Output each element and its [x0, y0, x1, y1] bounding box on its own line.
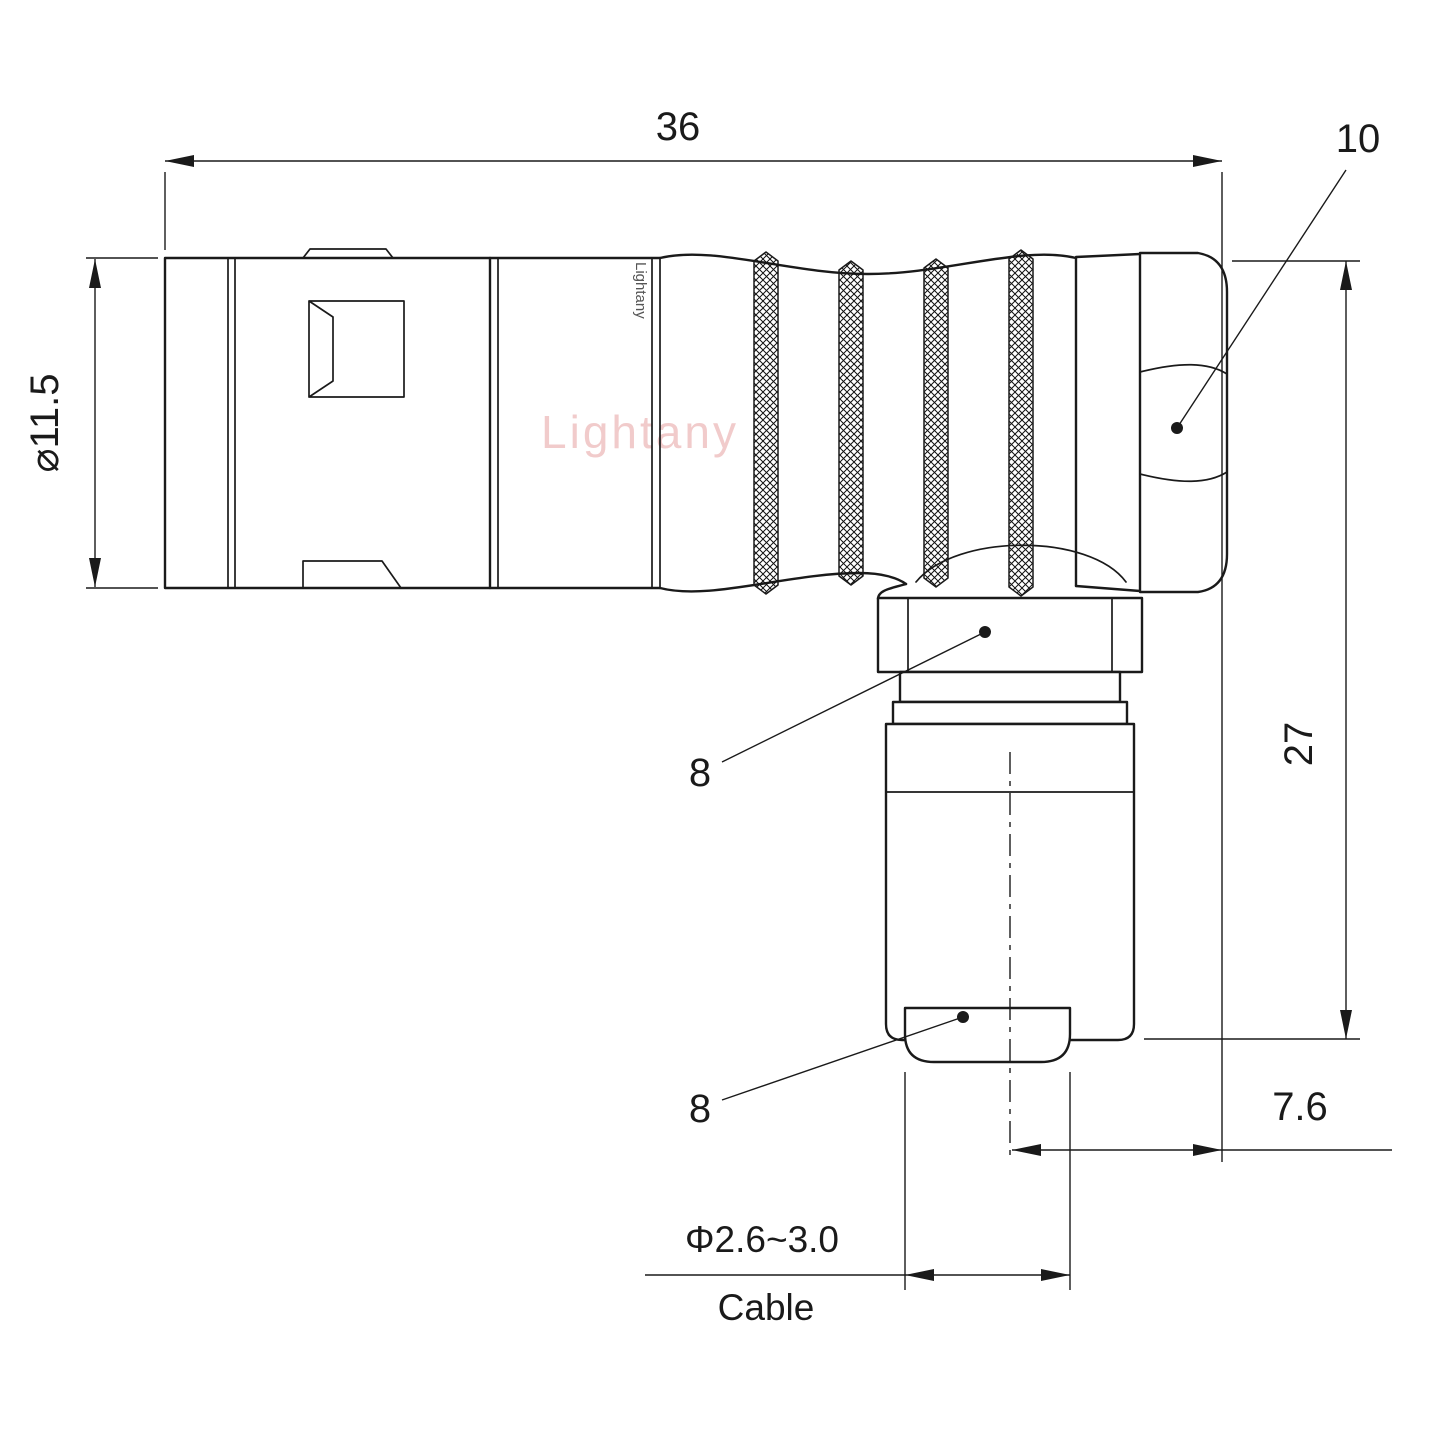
front-plug-barrel	[163, 248, 492, 590]
dim-label-center-to-face: 7.6	[1272, 1085, 1328, 1129]
dimension-overall-height: 27	[1144, 260, 1360, 1040]
arrowhead-right	[1193, 155, 1222, 167]
coupling-nut-outline	[876, 596, 1144, 674]
dim-label-cable-word: Cable	[718, 1287, 815, 1328]
leader-bushing: 8	[689, 1011, 969, 1131]
mid-cylinder-edges	[488, 256, 662, 590]
rear-hex-nut	[1138, 251, 1229, 594]
knurl-band-2	[838, 260, 864, 586]
arrowhead-right	[1041, 1269, 1070, 1281]
dim-label-overall-length: 36	[656, 105, 701, 149]
extension-lines	[1144, 260, 1360, 1040]
rear-neck	[1074, 252, 1142, 593]
leg-neck-ring	[898, 670, 1122, 704]
arrowhead-bottom	[89, 558, 101, 587]
latch-window	[308, 300, 405, 398]
dim-label-bushing: 8	[689, 1087, 711, 1131]
leader-line	[1176, 169, 1347, 429]
arrowhead-left	[1012, 1144, 1041, 1156]
front-barrel-groove	[227, 257, 236, 589]
leader-dot	[979, 626, 991, 638]
knurl-band-4	[1008, 249, 1034, 597]
watermark: Lightany Lightany	[541, 262, 739, 458]
knurl-band-1	[753, 251, 779, 595]
extension-lines	[86, 257, 158, 589]
neck-edges	[1074, 252, 1142, 593]
dimension-front-diameter: ⌀11.5	[23, 257, 158, 589]
mid-cylinder	[488, 256, 662, 590]
arrowhead-top	[89, 259, 101, 288]
elbow-dome-curve	[915, 544, 1127, 583]
dim-label-front-diameter: ⌀11.5	[23, 374, 67, 473]
dim-label-backnut: 10	[1336, 117, 1381, 161]
dimension-center-to-face: 7.6	[1012, 1085, 1392, 1156]
arrowhead-right	[1193, 1144, 1222, 1156]
leg-neck	[891, 670, 1129, 726]
dimension-cable: Φ2.6~3.0 Cable	[645, 1072, 1071, 1328]
elbow-left-curve	[876, 582, 908, 601]
rear-nut-facets	[1139, 363, 1228, 483]
leader-line	[721, 1016, 964, 1101]
dim-label-coupling: 8	[689, 751, 711, 795]
dim-label-overall-height: 27	[1277, 722, 1321, 767]
leader-dot	[957, 1011, 969, 1023]
dim-label-cable-range: Φ2.6~3.0	[685, 1219, 839, 1260]
knurl-band-3	[923, 258, 949, 588]
leader-line	[721, 631, 986, 763]
top-key-tab	[302, 248, 394, 259]
cable-bushing	[903, 1006, 1072, 1064]
elbow-transition	[876, 544, 1127, 601]
leader-backnut: 10	[1171, 117, 1380, 434]
arrowhead-top	[1340, 261, 1352, 290]
cable-bushing-outline	[903, 1006, 1072, 1064]
coupling-hex-nut	[876, 596, 1144, 674]
bottom-latch-tab	[302, 560, 402, 589]
front-barrel-outline	[163, 256, 492, 590]
rear-nut-outline	[1138, 251, 1229, 594]
leg-flange-ring	[891, 700, 1129, 726]
body-print-text: Lightany	[632, 262, 649, 319]
leader-coupling-nut: 8	[689, 626, 991, 795]
knurled-grip	[658, 249, 1078, 597]
extension-lines	[904, 1072, 1071, 1290]
mid-cylinder-rings	[489, 257, 661, 589]
dimension-overall-length: 36	[164, 105, 1223, 1162]
arrowhead-bottom	[1340, 1010, 1352, 1039]
arrowhead-left	[905, 1269, 934, 1281]
watermark-text: Lightany	[541, 406, 739, 458]
arrowhead-left	[165, 155, 194, 167]
grip-bottom-contour	[658, 571, 908, 593]
leader-dot	[1171, 422, 1183, 434]
coupling-nut-facets	[907, 597, 1113, 673]
